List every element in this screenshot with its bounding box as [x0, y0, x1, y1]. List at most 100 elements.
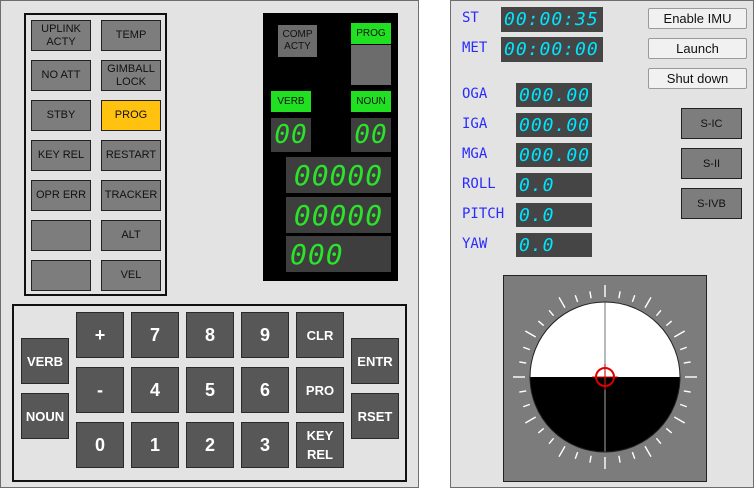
imu-panel: ST 00:00:35 MET 00:00:00 Enable IMU Laun… — [450, 0, 754, 488]
digit-6-key[interactable]: 6 — [241, 367, 289, 413]
noun-label: NOUN — [351, 91, 391, 112]
fdai-tick-marks — [513, 285, 697, 469]
digit-0-key[interactable]: 0 — [76, 422, 124, 468]
verb-value: 00 — [271, 118, 311, 152]
digit-4-key[interactable]: 4 — [131, 367, 179, 413]
fdai-tick — [537, 427, 545, 434]
verb-label: VERB — [271, 91, 311, 112]
register-3: 000 — [286, 236, 391, 272]
st-label: ST — [462, 10, 479, 26]
uplink-acty-light: UPLINK ACTY — [31, 20, 91, 51]
rset-key[interactable]: RSET — [351, 393, 399, 439]
fdai-tick — [679, 403, 687, 408]
fdai-tick — [558, 296, 566, 309]
fdai-tick — [618, 291, 621, 299]
fdai-tick — [631, 451, 636, 459]
digit-3-key[interactable]: 3 — [241, 422, 289, 468]
launch-button[interactable]: Launch — [648, 38, 747, 59]
fdai-ball-icon — [513, 285, 697, 469]
comp-acty-light: COMP ACTY — [278, 25, 317, 57]
fdai-tick — [589, 291, 592, 299]
s-ii-button[interactable]: S-II — [681, 148, 742, 179]
fdai-tick — [683, 390, 691, 393]
iga-readout: 000.00 — [516, 113, 592, 137]
prog-light: PROG — [101, 100, 161, 131]
vel-light: VEL — [101, 260, 161, 291]
fdai-tick — [589, 455, 592, 463]
register-1: 00000 — [286, 157, 391, 193]
plus-key[interactable]: + — [76, 312, 124, 358]
fdai-tick — [537, 320, 545, 327]
fdai-tick — [655, 437, 662, 445]
fdai-tick — [683, 361, 691, 364]
fdai-tick — [631, 295, 636, 303]
fdai-tick — [673, 330, 686, 338]
dsky-display: COMP ACTY PROG VERB NOUN 00 00 00000 000… — [263, 13, 398, 281]
temp-light: TEMP — [101, 20, 161, 51]
met-timer: 00:00:00 — [501, 37, 603, 62]
s-ic-button[interactable]: S-IC — [681, 108, 742, 139]
roll-label: ROLL — [462, 176, 496, 192]
mga-label: MGA — [462, 146, 488, 162]
digit-2-key[interactable]: 2 — [186, 422, 234, 468]
fdai-tick — [524, 330, 537, 338]
fdai-tick — [519, 390, 527, 393]
met-label: MET — [462, 40, 488, 56]
mga-readout: 000.00 — [516, 143, 592, 167]
fdai-tick — [644, 445, 652, 458]
fdai-tick — [524, 416, 537, 424]
prog-label: PROG — [351, 23, 391, 44]
register-2: 00000 — [286, 197, 391, 233]
fdai-ball-display — [503, 275, 707, 482]
yaw-readout: 0.0 — [516, 233, 592, 257]
digit-1-key[interactable]: 1 — [131, 422, 179, 468]
st-timer: 00:00:35 — [501, 7, 603, 32]
digit-7-key[interactable]: 7 — [131, 312, 179, 358]
digit-8-key[interactable]: 8 — [186, 312, 234, 358]
fdai-tick — [523, 403, 531, 408]
iga-label: IGA — [462, 116, 488, 132]
entr-key[interactable]: ENTR — [351, 338, 399, 384]
fdai-tick — [558, 445, 566, 458]
blank-light-1 — [31, 220, 91, 251]
roll-readout: 0.0 — [516, 173, 592, 197]
fdai-tick — [655, 309, 662, 317]
fdai-tick — [519, 361, 527, 364]
fdai-tick — [673, 416, 686, 424]
oga-label: OGA — [462, 86, 488, 102]
prog-digits-area — [351, 45, 391, 85]
key-rel-key[interactable]: KEY REL — [296, 422, 344, 468]
pitch-readout: 0.0 — [516, 203, 592, 227]
restart-light: RESTART — [101, 140, 161, 171]
digit-9-key[interactable]: 9 — [241, 312, 289, 358]
digit-5-key[interactable]: 5 — [186, 367, 234, 413]
fdai-tick — [523, 346, 531, 351]
tracker-light: TRACKER — [101, 180, 161, 211]
verb-key[interactable]: VERB — [21, 338, 69, 384]
fdai-tick — [644, 296, 652, 309]
noun-value: 00 — [351, 118, 391, 152]
noun-key[interactable]: NOUN — [21, 393, 69, 439]
gimbal-lock-light: GIMBALL LOCK — [101, 60, 161, 91]
fdai-tick — [679, 346, 687, 351]
fdai-tick — [665, 427, 673, 434]
pro-key[interactable]: PRO — [296, 367, 344, 413]
alt-light: ALT — [101, 220, 161, 251]
opr-err-light: OPR ERR — [31, 180, 91, 211]
enable-imu-button[interactable]: Enable IMU — [648, 8, 747, 29]
fdai-tick — [618, 455, 621, 463]
minus-key[interactable]: - — [76, 367, 124, 413]
dsky-keyboard: VERB NOUN + - 0 7 4 1 8 5 2 9 6 3 CLR PR… — [12, 304, 407, 482]
fdai-tick — [574, 451, 579, 459]
clr-key[interactable]: CLR — [296, 312, 344, 358]
fdai-tick — [548, 309, 555, 317]
s-ivb-button[interactable]: S-IVB — [681, 188, 742, 219]
stby-light: STBY — [31, 100, 91, 131]
fdai-tick — [574, 295, 579, 303]
oga-readout: 000.00 — [516, 83, 592, 107]
shut-down-button[interactable]: Shut down — [648, 68, 747, 89]
blank-light-2 — [31, 260, 91, 291]
key-rel-light: KEY REL — [31, 140, 91, 171]
indicator-lights-panel: UPLINK ACTY TEMP NO ATT GIMBALL LOCK STB… — [24, 13, 167, 296]
dsky-panel: UPLINK ACTY TEMP NO ATT GIMBALL LOCK STB… — [0, 0, 419, 488]
